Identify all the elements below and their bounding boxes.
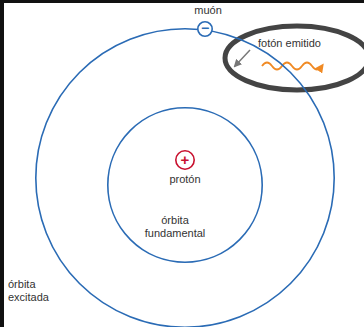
photon-wave — [262, 63, 322, 70]
dark-border — [0, 0, 364, 3]
circle-outline — [108, 108, 262, 262]
charge-sign: + — [175, 152, 195, 168]
particle-label: muón — [183, 4, 233, 17]
photon-label: fotón emitido — [258, 37, 321, 50]
orbit-label: órbita fundamental — [135, 214, 215, 240]
muon-circle: −muón — [197, 21, 213, 37]
transition-arrow — [235, 50, 250, 66]
outer-orbit: órbita excitadaórbita fundamental+protón — [35, 28, 335, 327]
highlight-ellipse — [225, 26, 364, 90]
charge-sign: − — [197, 21, 213, 36]
dark-border — [0, 0, 4, 327]
circle-outline — [198, 22, 212, 36]
circle-outline — [176, 151, 194, 169]
circle-outline — [36, 29, 334, 327]
proton-circle: +protón — [175, 150, 195, 170]
inner-orbit: órbita fundamental+protón — [107, 107, 263, 263]
particle-label: protón — [155, 173, 215, 186]
orbit-label: órbita excitada — [8, 278, 60, 304]
